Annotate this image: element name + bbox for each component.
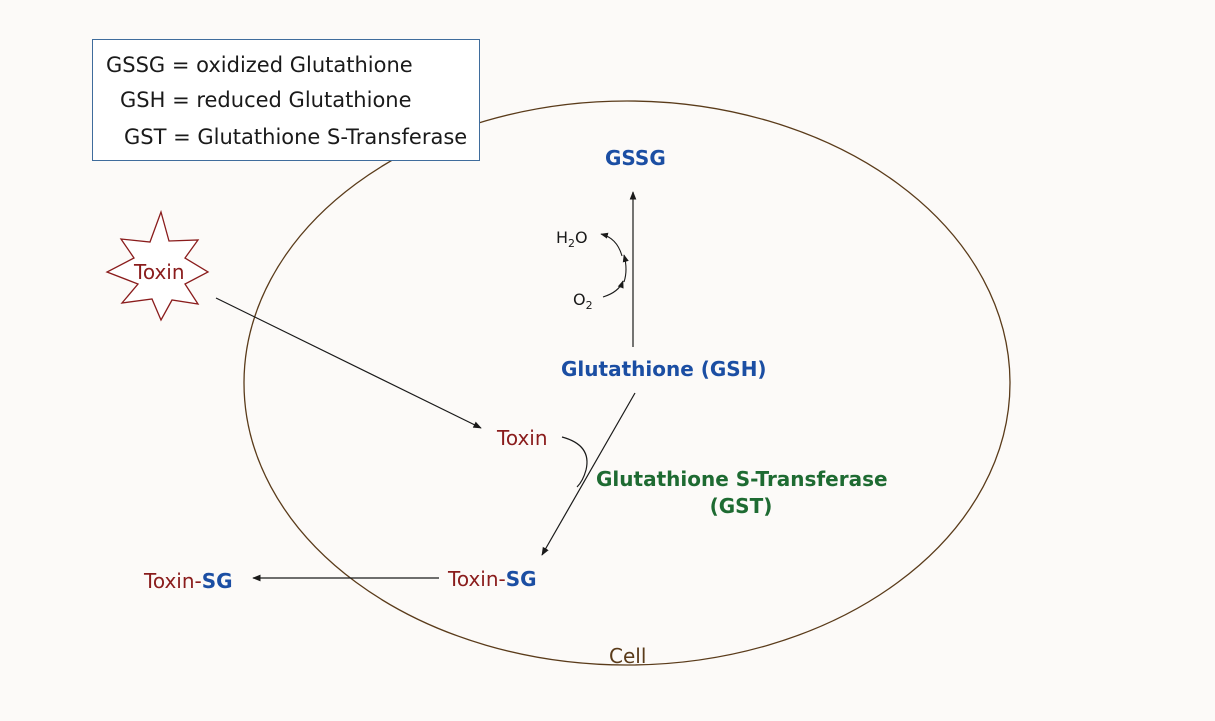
enzyme-label: Glutathione S-Transferase (GST) [596, 467, 888, 518]
toxin-entry-arrow [215, 297, 482, 429]
o2-label: O2 [573, 290, 593, 313]
conjugation-arrow [541, 392, 636, 556]
h2o-label: H2O [556, 228, 588, 251]
toxin-outside-label: Toxin [134, 260, 185, 284]
enzyme-label-line1: Glutathione S-Transferase [596, 467, 888, 491]
legend-gst: GST = Glutathione S-Transferase [124, 125, 468, 149]
enzyme-label-line2: (GST) [709, 494, 773, 518]
toxin-join-curve [561, 436, 588, 488]
cell-membrane [243, 100, 1011, 666]
toxin-inside-label: Toxin [497, 426, 548, 450]
conjugate-inside-label: Toxin-SG [448, 567, 537, 591]
cell-label: Cell [609, 644, 647, 668]
h2o-curve-arrow [600, 232, 623, 257]
gssg-label: GSSG [605, 146, 666, 170]
legend-box: GSSG = oxidized Glutathione GSH = reduce… [92, 39, 480, 161]
conjugate-outside-label: Toxin-SG [144, 569, 233, 593]
o2-curve-arrow [602, 280, 624, 298]
legend-gssg: GSSG = oxidized Glutathione [106, 53, 413, 77]
toxin-starburst-icon [105, 209, 210, 322]
mid-curve-arrow [622, 254, 629, 283]
glutathione-label: Glutathione (GSH) [561, 357, 767, 381]
legend-gsh: GSH = reduced Glutathione [120, 88, 412, 112]
